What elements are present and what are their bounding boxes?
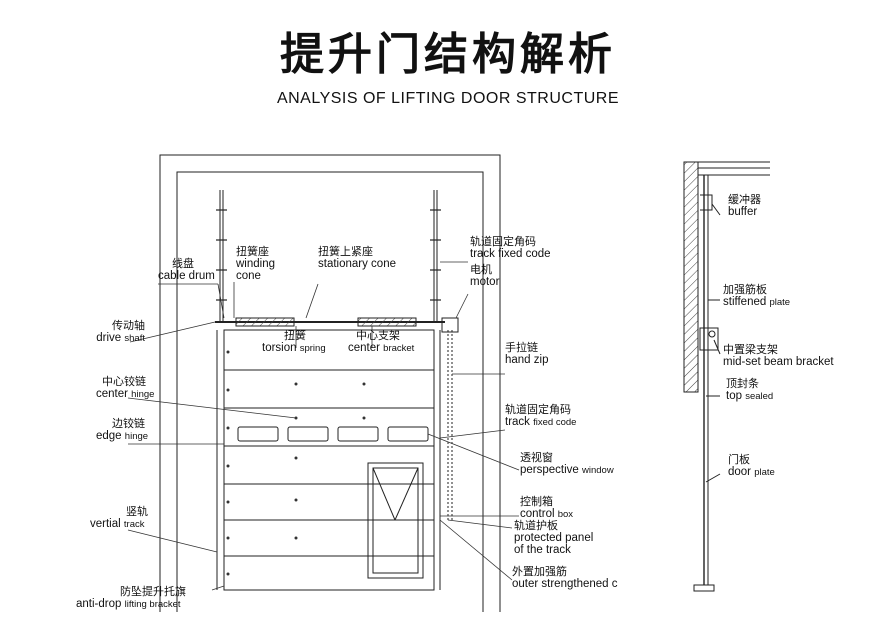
label-door-plate-zh: 门板 <box>728 453 750 466</box>
label-protected-panel-zh: 轨道护板 <box>514 519 558 532</box>
label-center-hinge-en: center <box>96 387 128 400</box>
label-top-sealed-en-small: sealed <box>745 390 774 402</box>
page-title: 提升门结构解析 <box>280 29 616 80</box>
label-anti-drop-en-small: lifting bracket <box>124 598 181 610</box>
label-stationary-cone-en: stationary cone <box>318 257 396 270</box>
label-outer-strengthened-zh: 外置加强筋 <box>512 565 567 578</box>
label-drive-shaft-en-small: shaft <box>124 332 145 344</box>
label-stationary-cone-zh: 扭簧上紧座 <box>318 245 373 258</box>
label-door-plate-en-small: plate <box>754 466 775 478</box>
label-control-box-en: control <box>520 507 555 520</box>
label-center-bracket-en-small: bracket <box>383 342 415 354</box>
label-stiffened-plate-zh: 加强筋板 <box>723 283 767 296</box>
label-control-box: 控制箱 control box <box>520 496 573 520</box>
label-protected-panel-en1: protected panel <box>514 531 594 544</box>
label-track-fixed-code-top-zh: 轨道固定角码 <box>470 235 536 248</box>
label-outer-strengthened: 外置加强筋 outer strengthened c <box>512 566 618 590</box>
label-stiffened-plate: 加强筋板 stiffened plate <box>723 284 790 308</box>
label-motor: 电机 motor <box>470 264 499 288</box>
label-stationary-cone: 扭簧上紧座 stationary cone <box>318 246 396 270</box>
label-center-bracket-en: center <box>348 341 380 354</box>
label-track-fixed-code-mid-zh: 轨道固定角码 <box>505 403 571 416</box>
label-torsion-spring-en: torsion <box>262 341 297 354</box>
label-drive-shaft: 传动轴 drive shaft <box>96 320 145 344</box>
label-track-fixed-code-mid: 轨道固定角码 track fixed code <box>505 404 576 428</box>
label-motor-en: motor <box>470 275 500 288</box>
label-control-box-en-small: box <box>557 508 574 520</box>
label-stiffened-plate-en-small: plate <box>769 296 791 308</box>
label-buffer-en: buffer <box>728 205 758 218</box>
label-edge-hinge-en-small: hinge <box>124 430 149 442</box>
label-top-sealed: 顶封条 top sealed <box>726 378 773 402</box>
label-torsion-spring-zh: 扭簧 <box>284 329 306 342</box>
label-cable-drum-zh: 线盘 <box>172 257 194 270</box>
label-perspective-window-en-small: window <box>582 464 614 476</box>
label-mid-set-beam: 中置梁支架 mid-set beam bracket <box>723 344 834 368</box>
label-hand-zip-zh: 手拉链 <box>505 341 538 354</box>
label-track-fixed-code-top: 轨道固定角码 track fixed code <box>470 236 551 260</box>
label-track-fixed-code-mid-en: track <box>505 415 530 428</box>
label-edge-hinge: 边铰链 edge hinge <box>96 418 148 442</box>
label-mid-set-beam-en: mid-set beam bracket <box>723 355 834 368</box>
label-torsion-spring-en-small: spring <box>299 342 326 354</box>
label-center-hinge-en-small: hinge <box>131 388 155 400</box>
label-door-plate-en: door <box>728 465 752 478</box>
label-vertical-track-en: vertial <box>90 517 121 530</box>
label-center-hinge: 中心铰链 center hinge <box>96 376 154 400</box>
label-anti-drop: 防坠提升托旗 anti-drop lifting bracket <box>76 586 186 610</box>
label-hand-zip: 手拉链 hand zip <box>505 342 548 366</box>
label-edge-hinge-zh: 边铰链 <box>112 417 145 430</box>
label-torsion-spring: 扭簧 torsion spring <box>262 330 326 354</box>
label-hand-zip-en: hand zip <box>505 353 549 366</box>
label-winding-cone-zh: 扭簧座 <box>236 245 269 258</box>
inner-wall-frame <box>176 171 484 612</box>
label-edge-hinge-en: edge <box>96 429 122 442</box>
label-anti-drop-zh: 防坠提升托旗 <box>120 585 186 598</box>
label-winding-cone-en1: winding <box>236 257 275 270</box>
label-buffer-zh: 缓冲器 <box>728 193 761 206</box>
label-control-box-zh: 控制箱 <box>520 495 553 508</box>
label-outer-strengthened-en: outer strengthened c <box>512 577 618 590</box>
label-vertical-track-zh: 竖轨 <box>126 505 148 518</box>
label-center-bracket: 中心支架 center bracket <box>348 330 414 354</box>
label-protected-panel-en2: of the track <box>514 543 571 556</box>
label-anti-drop-en: anti-drop <box>76 597 122 610</box>
label-cable-drum: 线盘 cable drum <box>158 257 215 282</box>
label-top-sealed-en: top <box>726 389 742 402</box>
label-center-hinge-zh: 中心铰链 <box>102 375 146 388</box>
label-track-fixed-code-top-en: track fixed code <box>470 247 551 260</box>
label-vertical-track: 竖轨 vertial track <box>90 506 148 530</box>
label-cable-drum-en: cable drum <box>158 269 215 282</box>
label-perspective-window-zh: 透视窗 <box>520 451 553 464</box>
label-mid-set-beam-zh: 中置梁支架 <box>723 343 778 356</box>
label-protected-panel: 轨道护板 protected panel of the track <box>514 520 593 556</box>
label-drive-shaft-zh: 传动轴 <box>112 319 145 332</box>
label-stiffened-plate-en: stiffened <box>723 295 767 308</box>
label-track-fixed-code-mid-en-small: fixed code <box>533 416 577 428</box>
label-vertical-track-en-small: track <box>123 518 145 530</box>
label-perspective-window-en: perspective <box>520 463 579 476</box>
label-perspective-window: 透视窗 perspective window <box>520 452 614 476</box>
label-door-plate: 门板 door plate <box>728 454 775 478</box>
outer-wall-frame <box>159 154 501 612</box>
page-subtitle: ANALYSIS OF LIFTING DOOR STRUCTURE <box>276 90 620 107</box>
label-top-sealed-zh: 顶封条 <box>726 377 759 390</box>
label-drive-shaft-en: drive <box>96 331 122 344</box>
label-buffer: 缓冲器 buffer <box>728 194 761 218</box>
label-winding-cone: 扭簧座 winding cone <box>236 246 275 282</box>
label-winding-cone-en2: cone <box>236 269 261 282</box>
label-motor-zh: 电机 <box>470 263 492 276</box>
label-center-bracket-zh: 中心支架 <box>356 329 400 342</box>
